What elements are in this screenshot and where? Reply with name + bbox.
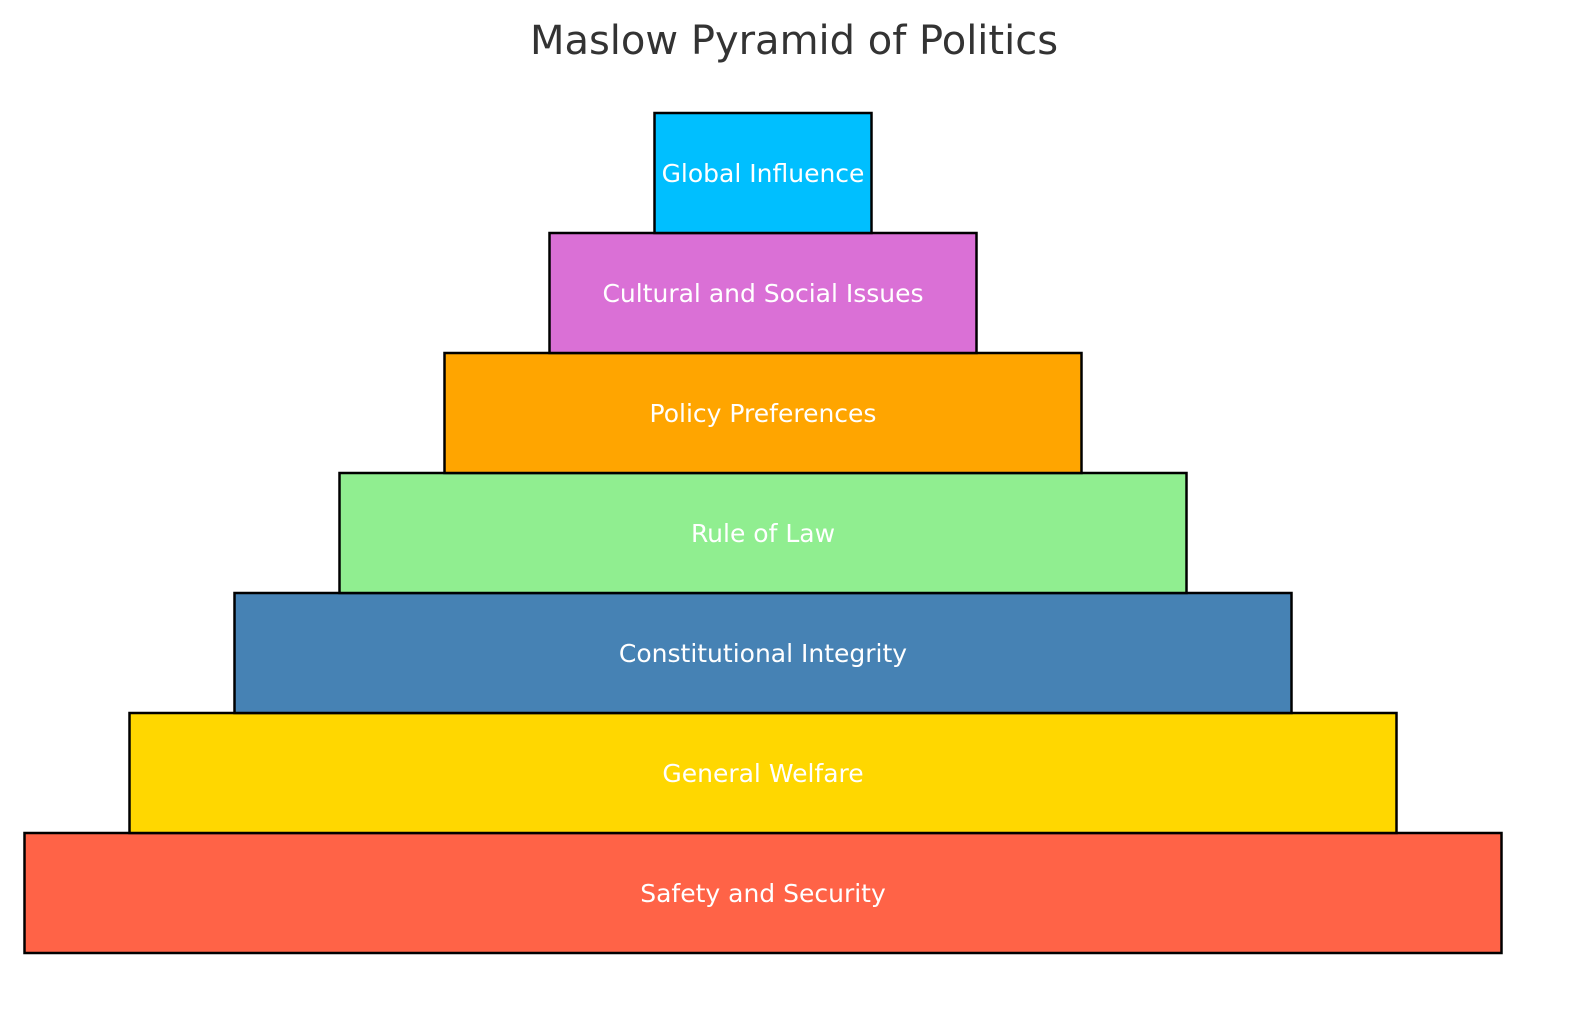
tier-label-general-welfare: General Welfare <box>662 759 863 788</box>
tier-label-safety-and-security: Safety and Security <box>640 879 886 908</box>
tier-general-welfare: General Welfare <box>128 711 1398 835</box>
tier-block-general-welfare <box>128 711 1398 835</box>
tier-block-policy-preferences <box>443 351 1083 475</box>
tier-label-cultural-and-social-issues: Cultural and Social Issues <box>602 279 923 308</box>
tier-safety-and-security: Safety and Security <box>23 831 1503 955</box>
tier-label-global-influence: Global Influence <box>662 159 865 188</box>
tier-global-influence: Global Influence <box>653 111 873 235</box>
tier-block-safety-and-security <box>23 831 1503 955</box>
diagram-title: Maslow Pyramid of Politics <box>530 18 1058 64</box>
tier-block-cultural-and-social-issues <box>548 231 978 355</box>
tier-cultural-and-social-issues: Cultural and Social Issues <box>548 231 978 355</box>
tier-rule-of-law: Rule of Law <box>338 471 1188 595</box>
tier-policy-preferences: Policy Preferences <box>443 351 1083 475</box>
pyramid-tiers: Safety and Security General Welfare Consti… <box>23 111 1503 955</box>
tier-label-policy-preferences: Policy Preferences <box>650 399 877 428</box>
tier-label-constitutional-integrity: Constitutional Integrity <box>619 639 907 668</box>
tier-constitutional-integrity: Constitutional Integrity <box>233 591 1293 715</box>
tier-block-rule-of-law <box>338 471 1188 595</box>
tier-label-rule-of-law: Rule of Law <box>691 519 835 548</box>
tier-block-global-influence <box>653 111 873 235</box>
